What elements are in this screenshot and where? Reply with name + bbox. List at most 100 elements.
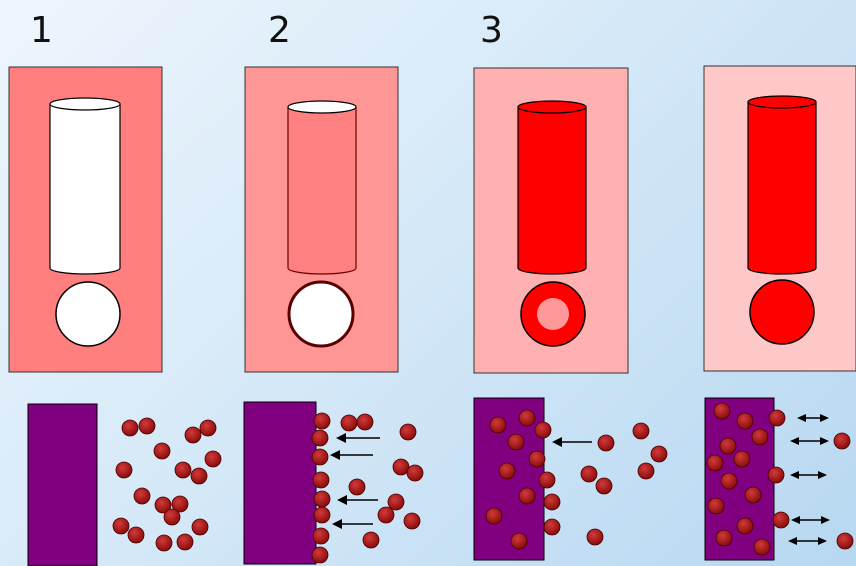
double-arrow-4e <box>788 537 827 545</box>
particle <box>719 437 737 455</box>
particle <box>176 533 194 551</box>
membrane-2 <box>243 401 317 565</box>
panel-2 <box>244 66 399 373</box>
particle <box>154 496 172 514</box>
particle <box>312 527 330 545</box>
particle <box>127 526 145 544</box>
particle <box>543 518 561 536</box>
particle <box>362 531 380 549</box>
particle <box>313 506 331 524</box>
panel-3-dot-core <box>537 298 569 330</box>
particle <box>507 433 525 451</box>
particle <box>313 490 331 508</box>
particle <box>115 461 133 479</box>
double-arrow-4c <box>790 471 827 479</box>
particle <box>121 419 139 437</box>
arrow-left-2a <box>336 433 380 443</box>
particle <box>753 538 771 556</box>
arrows <box>330 414 830 545</box>
particle <box>485 507 503 525</box>
particle <box>174 461 192 479</box>
particle <box>706 454 724 472</box>
particle <box>191 518 209 536</box>
particle <box>403 512 421 530</box>
particle <box>650 445 668 463</box>
particle <box>498 462 516 480</box>
particle <box>356 413 374 431</box>
particle <box>204 450 222 468</box>
step-label-2: 2 <box>268 10 291 51</box>
particle <box>534 421 552 439</box>
panel-1 <box>8 66 163 373</box>
particle <box>399 423 417 441</box>
panel-2-cylinder <box>287 100 357 275</box>
particle <box>184 426 202 444</box>
particle <box>767 466 785 484</box>
particle <box>528 450 546 468</box>
particle <box>707 497 725 515</box>
particle <box>377 506 395 524</box>
particle <box>772 511 790 529</box>
particle <box>720 472 738 490</box>
particle <box>713 402 731 420</box>
particle <box>340 414 358 432</box>
particle <box>595 477 613 495</box>
particle <box>406 464 424 482</box>
particle <box>736 412 754 430</box>
particle <box>392 458 410 476</box>
particle <box>313 412 331 430</box>
particle <box>751 428 769 446</box>
particle <box>768 409 786 427</box>
particle <box>163 508 181 526</box>
particle <box>133 487 151 505</box>
particle <box>597 434 615 452</box>
particle <box>510 532 528 550</box>
particle <box>199 419 217 437</box>
particle <box>138 417 156 435</box>
particle <box>155 534 173 552</box>
panel-4 <box>703 65 856 372</box>
panel-1-dot <box>55 281 121 347</box>
double-arrow-4a <box>797 414 829 422</box>
panel-2-dot <box>287 280 355 348</box>
particle <box>744 486 762 504</box>
arrow-left-2b <box>330 450 373 460</box>
particle <box>311 546 329 564</box>
arrow-left-2d <box>332 519 373 529</box>
particle <box>632 422 650 440</box>
double-arrow-4d <box>791 516 830 524</box>
particle <box>518 487 536 505</box>
panel-1-cylinder <box>49 97 121 275</box>
arrow-left-3 <box>552 437 592 447</box>
particle <box>311 429 329 447</box>
step-label-3: 3 <box>480 10 503 51</box>
particle <box>580 465 598 483</box>
particle <box>171 495 189 513</box>
particle <box>112 517 130 535</box>
particle <box>311 448 329 466</box>
particles <box>112 402 854 564</box>
particle <box>538 471 556 489</box>
particle <box>733 450 751 468</box>
particle <box>543 493 561 511</box>
particle <box>518 409 536 427</box>
particle <box>190 467 208 485</box>
particle <box>715 529 733 547</box>
particle <box>348 478 366 496</box>
particle <box>312 471 330 489</box>
double-arrow-4b <box>790 437 829 445</box>
membrane-1 <box>27 403 98 566</box>
particle <box>836 532 854 550</box>
particle <box>637 462 655 480</box>
particle <box>387 493 405 511</box>
particle <box>489 416 507 434</box>
particle <box>736 517 754 535</box>
panel-3 <box>473 67 629 374</box>
panel-4-cylinder <box>747 95 817 275</box>
particle <box>153 442 171 460</box>
arrow-left-2c <box>337 495 378 505</box>
particle <box>833 432 851 450</box>
step-label-1: 1 <box>30 10 53 51</box>
particle <box>586 528 604 546</box>
